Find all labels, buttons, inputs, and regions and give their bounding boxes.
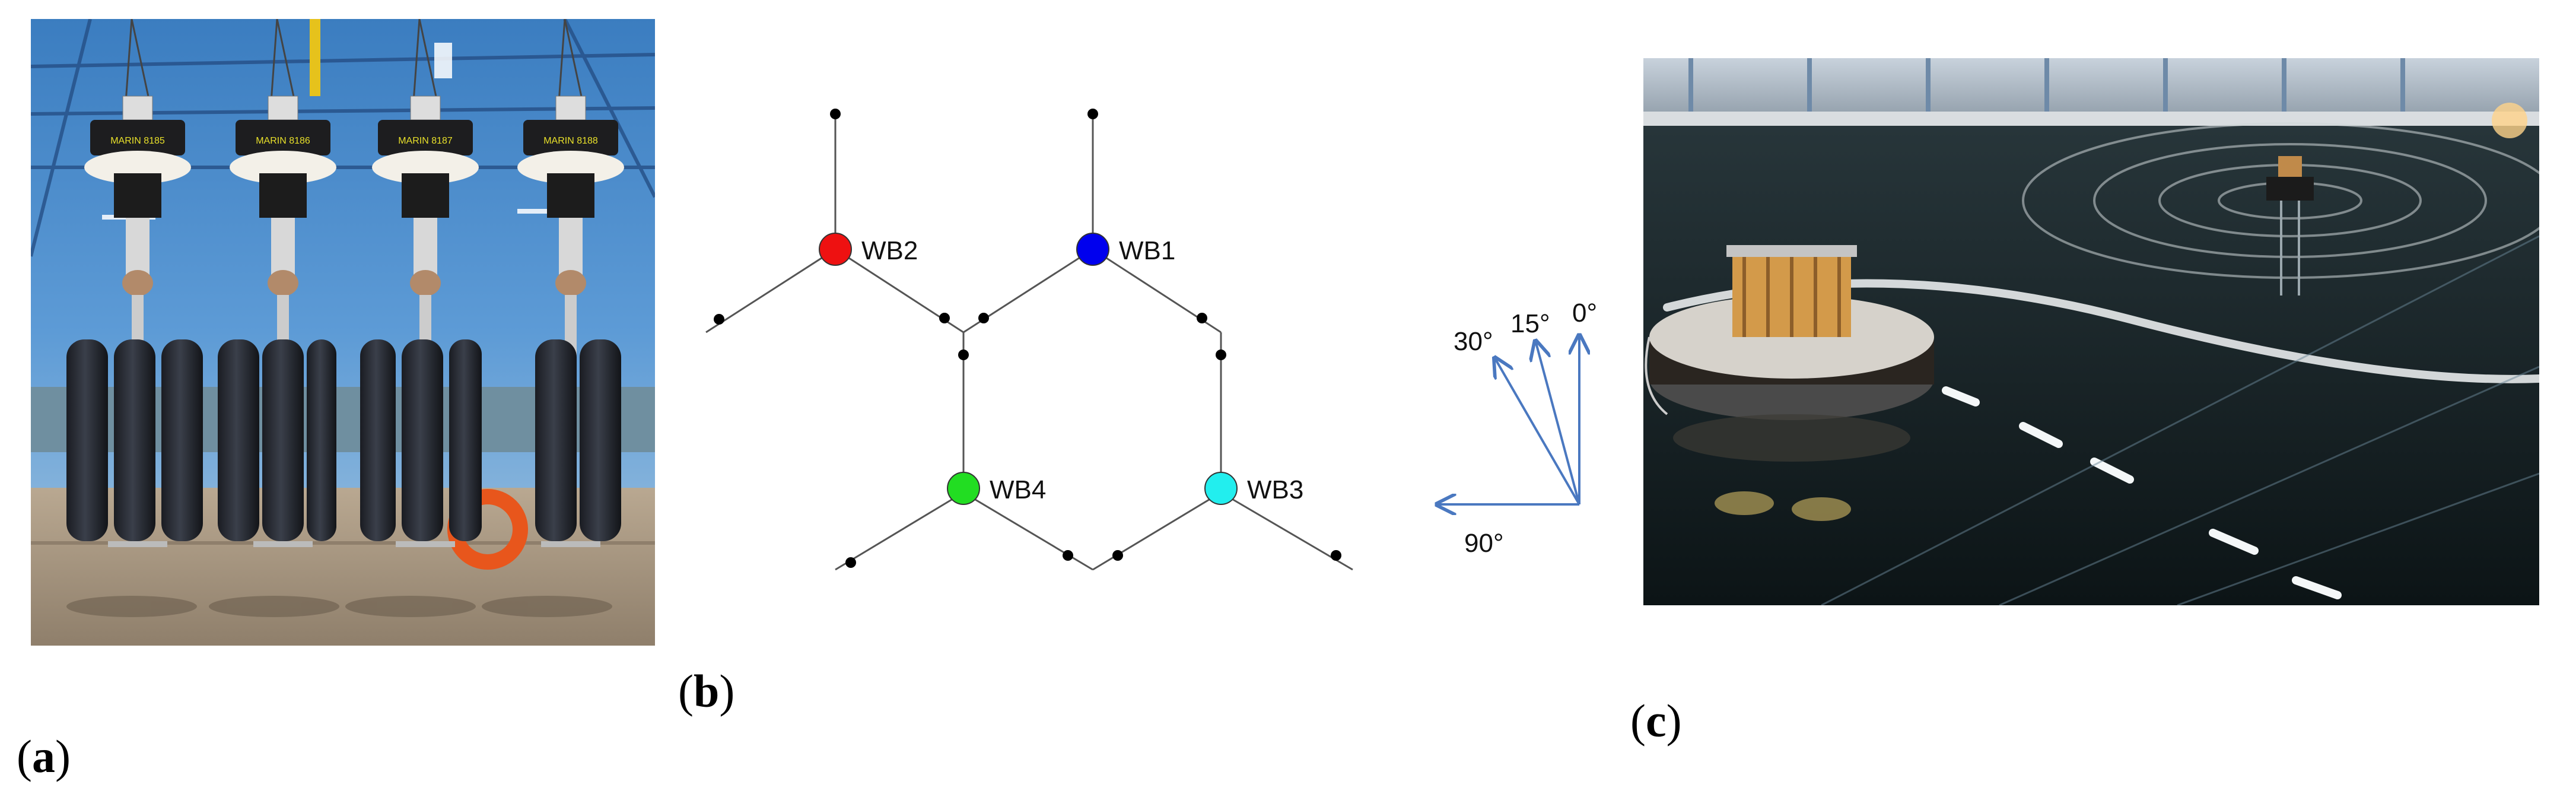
panel-caption-b: (b) xyxy=(678,665,735,717)
photo-basin-buoy xyxy=(1643,58,2539,605)
direction-arrow-30 xyxy=(1495,358,1580,506)
device-label: MARIN 8185 xyxy=(110,136,165,146)
device-label: MARIN 8188 xyxy=(543,136,598,146)
photo-wave-buoys: MARIN 8185 MARIN 8186 MARIN 8187 xyxy=(31,19,655,646)
panel-caption-a: (a) xyxy=(17,730,71,782)
buoy-label-wb4: WB4 xyxy=(990,475,1046,504)
direction-label-0: 0° xyxy=(1572,298,1597,328)
buoy-marker-wb1 xyxy=(1076,233,1109,266)
buoy-marker-wb3 xyxy=(1204,472,1238,505)
buoy-label-wb3: WB3 xyxy=(1247,475,1303,504)
panel-caption-c: (c) xyxy=(1630,695,1682,746)
direction-label-30: 30° xyxy=(1454,327,1493,356)
device-label: MARIN 8187 xyxy=(398,136,453,146)
direction-label-15: 15° xyxy=(1510,309,1550,338)
buoy-label-wb1: WB1 xyxy=(1119,236,1175,265)
wave-direction-arrows: 0° 15° 30° 90° xyxy=(1424,298,1597,558)
buoy-label-wb2: WB2 xyxy=(861,236,918,265)
buoy-marker-wb4 xyxy=(947,472,980,505)
direction-label-90: 90° xyxy=(1464,529,1504,558)
buoy-marker-wb2 xyxy=(819,233,852,266)
device-label: MARIN 8186 xyxy=(256,136,310,146)
buoy-layout-diagram: WB2 WB1 WB4 WB3 xyxy=(705,109,1353,571)
direction-arrow-15 xyxy=(1535,341,1580,505)
